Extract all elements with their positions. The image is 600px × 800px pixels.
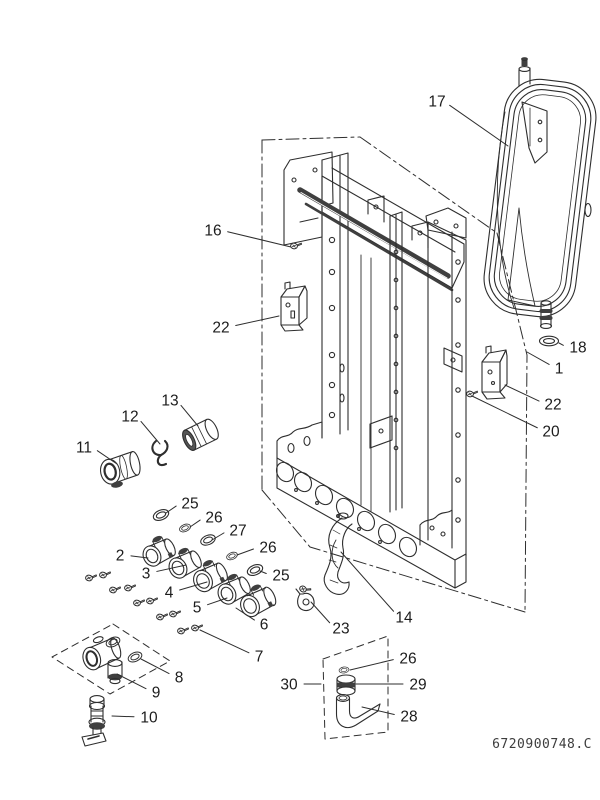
pipe-coupler-13 [182, 418, 219, 451]
callout-10: 10 [140, 710, 158, 727]
leader-line-3 [156, 564, 187, 572]
callout-25: 25 [272, 568, 289, 585]
callout-30: 30 [280, 677, 298, 694]
callout-29: 29 [409, 677, 426, 694]
callout-2: 2 [116, 548, 125, 565]
callout-23: 23 [332, 621, 349, 638]
pipe-fitting-11 [99, 450, 141, 488]
oring-26c [338, 665, 350, 675]
callout-25: 25 [181, 496, 198, 513]
callout-20: 20 [542, 424, 560, 441]
callout-8: 8 [175, 670, 184, 687]
leader-line-26 [236, 548, 254, 556]
leader-line-13 [180, 404, 199, 427]
callout-28: 28 [400, 709, 417, 726]
leader-line-20 [471, 395, 538, 429]
leader-line-25 [259, 570, 267, 575]
callout-27: 27 [229, 523, 246, 540]
retaining-hook-14 [323, 512, 353, 595]
oring-25b [245, 561, 265, 579]
leader-line-26 [349, 659, 394, 671]
leader-line-5 [207, 597, 228, 606]
leader-line-12 [140, 420, 161, 445]
callout-14: 14 [395, 610, 413, 627]
leader-line-27 [211, 532, 225, 541]
elbow-pipe-28 [335, 694, 381, 729]
coupler-29 [336, 674, 356, 696]
frame-assembly [275, 151, 467, 589]
callout-13: 13 [161, 393, 178, 410]
callout-22: 22 [212, 320, 229, 337]
phantom-box-frame [261, 136, 528, 613]
expansion-vessel [483, 57, 597, 329]
oring-25a [151, 506, 171, 524]
callout-26: 26 [205, 510, 222, 527]
callout-22: 22 [544, 397, 561, 414]
leader-line-6 [235, 607, 255, 621]
leader-line-4 [179, 581, 208, 591]
callout-7: 7 [255, 649, 264, 666]
callout-26: 26 [399, 651, 416, 668]
oring-8a [104, 634, 122, 650]
callout-9: 9 [152, 685, 161, 702]
oring-8b [126, 649, 144, 665]
leader-line-23 [310, 601, 331, 624]
bracket-22-right [481, 345, 508, 400]
oring-26a [177, 522, 193, 534]
leader-line-25 [165, 505, 177, 514]
leader-line-26 [189, 519, 201, 528]
callout-5: 5 [193, 600, 202, 617]
leader-line-16 [227, 231, 292, 248]
drain-valve-10 [81, 695, 107, 747]
leader-line-22 [235, 315, 280, 327]
bracket-22-left [280, 281, 308, 332]
valve-assembly-9 [51, 623, 171, 695]
callout-6: 6 [260, 617, 269, 634]
clip-23 [295, 583, 315, 612]
callout-1: 1 [555, 361, 564, 378]
leader-line-10 [111, 715, 135, 718]
callout-3: 3 [142, 566, 151, 583]
leader-line-7 [199, 629, 250, 654]
leader-line-22 [504, 384, 540, 402]
document-number: 6720900748.C [492, 737, 592, 752]
oring-27 [198, 532, 218, 548]
leader-line-18 [558, 342, 564, 346]
manifold-fittings [142, 535, 277, 618]
leader-line-8 [140, 658, 170, 675]
screw-20 [465, 388, 479, 399]
callout-12: 12 [121, 409, 138, 426]
callout-26: 26 [259, 540, 276, 557]
leader-line-9 [116, 673, 147, 690]
leader-line-28 [361, 706, 395, 715]
leader-line-11 [96, 450, 118, 465]
callout-11: 11 [76, 440, 92, 457]
callout-17: 17 [428, 94, 445, 111]
oring-26b [225, 550, 239, 562]
leader-line-1 [526, 351, 550, 365]
leader-line-17 [449, 104, 509, 147]
callout-16: 16 [204, 223, 221, 240]
callout-18: 18 [569, 340, 586, 357]
spring-clip-12 [151, 439, 169, 467]
leader-line-2 [130, 555, 149, 559]
oring-18 [538, 335, 560, 347]
leader-line-14 [340, 551, 395, 612]
callouts-layer: 1234567891011121314161718202222232525262… [76, 94, 587, 727]
outlet-kit-30 [322, 635, 389, 740]
callout-4: 4 [165, 585, 174, 602]
